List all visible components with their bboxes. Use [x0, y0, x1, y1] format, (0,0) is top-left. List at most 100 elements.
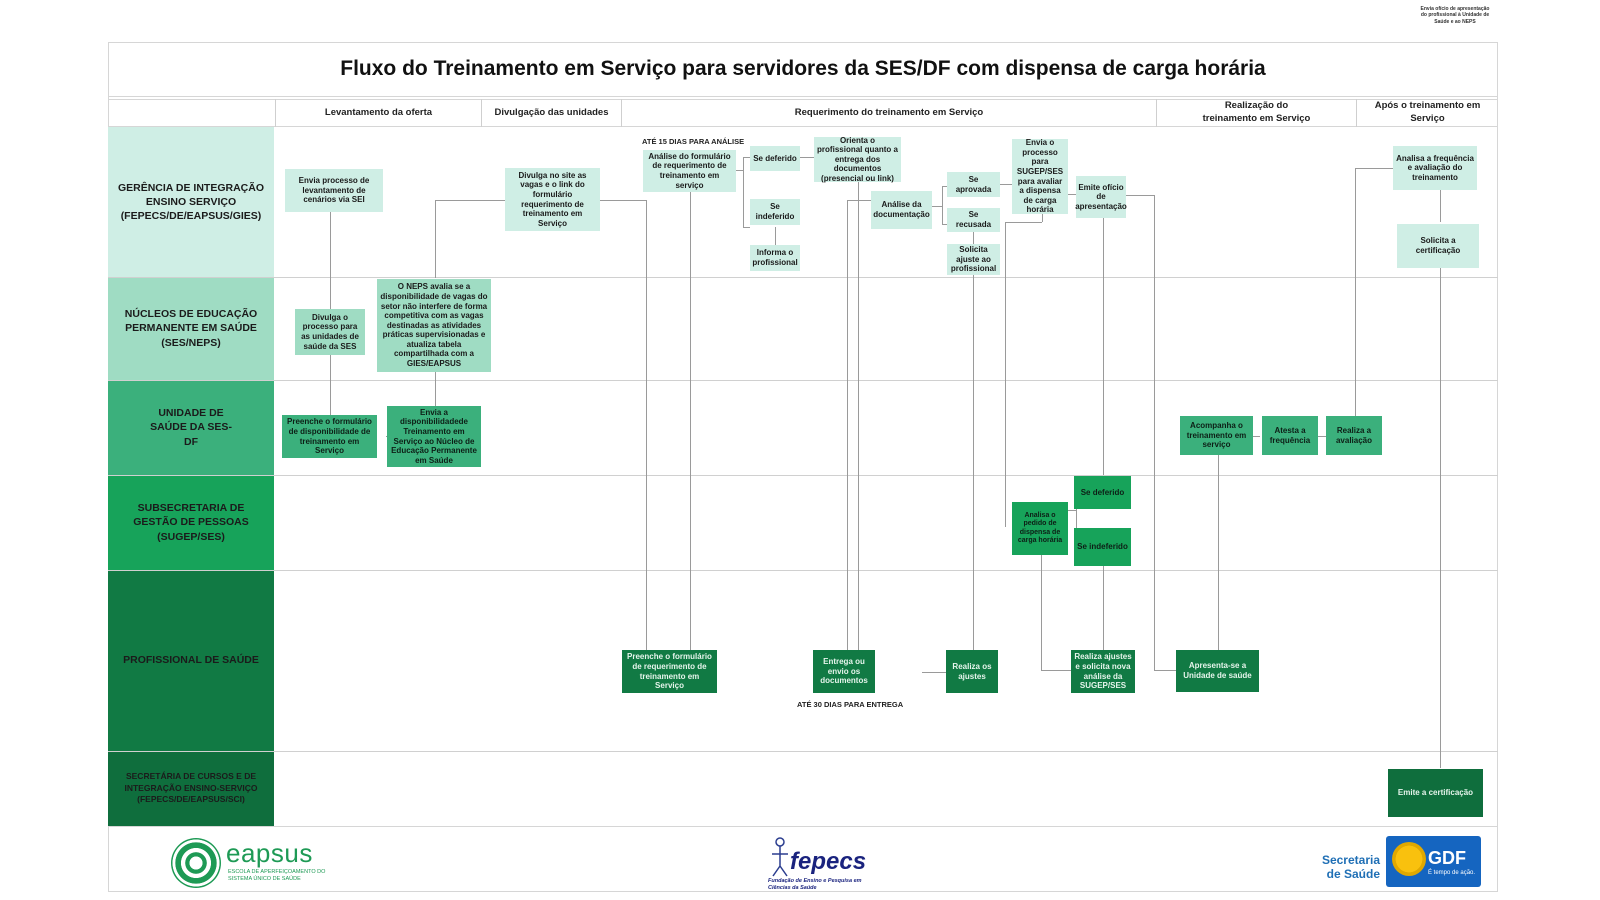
connector — [942, 186, 943, 224]
connector — [1355, 168, 1356, 416]
connector — [1005, 222, 1042, 223]
box-us-realiza-aval: Realiza a avaliação — [1326, 416, 1382, 455]
phase-levantamento: Levantamento da oferta — [276, 99, 482, 127]
lane-separator — [108, 277, 1498, 278]
connector — [1355, 168, 1393, 169]
box-gies-informa: Informa o profissional — [750, 245, 800, 271]
connector — [435, 200, 436, 278]
connector — [1440, 268, 1441, 768]
connector — [646, 200, 647, 650]
box-gies-emite-oficio: Emite ofício de apresentação — [1075, 176, 1127, 218]
connector — [733, 170, 743, 171]
box-prof-apresenta: Apresenta-se a Unidade de saúde — [1176, 650, 1259, 692]
lane-label-profissional: PROFISSIONAL DE SAÚDE — [108, 570, 274, 751]
box-gies-analise-doc: Análise da documentação — [871, 191, 932, 229]
phase-requerimento: Requerimento do treinamento em Serviço — [622, 99, 1157, 127]
box-prof-entrega: Entrega ou envio os documentos — [813, 650, 875, 693]
lane-separator — [108, 475, 1498, 476]
secretaria-line1: Secretaria — [1321, 853, 1380, 867]
phase-realizacao: Realização do treinamento em Serviço — [1157, 99, 1357, 127]
phase-apos: Após o treinamento em Serviço — [1374, 100, 1481, 124]
connector — [690, 192, 691, 652]
connector — [858, 182, 859, 652]
secretaria-line2: de Saúde — [1326, 867, 1380, 881]
connector — [1076, 490, 1077, 548]
box-gies-solicita-ajuste: Solicita ajuste ao profissional — [947, 244, 1000, 275]
diagram-title: Fluxo do Treinamento em Serviço para ser… — [108, 42, 1498, 97]
connector — [435, 372, 436, 406]
lane-separator — [108, 751, 1498, 752]
connector — [775, 227, 776, 245]
lane-label-unidade: UNIDADE DE SAÚDE DA SES-DF — [108, 380, 274, 475]
connector — [1318, 436, 1326, 437]
lane-label-sci: SECRETÁRIA DE CURSOS E DE INTEGRAÇÃO ENS… — [108, 751, 274, 826]
connector — [1252, 436, 1260, 437]
eapsus-subtitle: ESCOLA DE APERFEIÇOAMENTO DO SISTEMA ÚNI… — [228, 869, 326, 882]
phase-header-empty — [108, 99, 276, 127]
box-us-preenche: Preenche o formulário de disponibilidade… — [282, 415, 377, 458]
connector — [847, 200, 848, 650]
ipe-flower-icon — [1392, 842, 1426, 876]
connector — [1218, 455, 1219, 650]
fepecs-subtitle: Fundação de Ensino e Pesquisa em Ciência… — [768, 878, 862, 891]
eapsus-logo-text: eapsus — [226, 838, 313, 868]
connector — [942, 224, 947, 225]
connector — [973, 232, 974, 244]
phase-divulgacao: Divulgação das unidades — [482, 99, 622, 127]
box-prof-nova-analise: Realiza ajustes e solicita nova análise … — [1071, 650, 1135, 693]
connector — [1068, 510, 1076, 511]
box-sugep-indeferido: Se indeferido — [1074, 528, 1131, 566]
phase-header-row — [108, 99, 1498, 127]
connector — [743, 157, 744, 227]
box-gies-divulga-site: Divulga no site as vagas e o link do for… — [505, 168, 600, 231]
connector — [1000, 184, 1012, 185]
connector — [743, 157, 750, 158]
box-neps-divulga: Divulga o processo para as unidades de s… — [295, 309, 365, 355]
connector — [973, 275, 974, 650]
connector — [1041, 670, 1073, 671]
box-sugep-analisa: Analisa o pedido de dispensa de carga ho… — [1012, 502, 1068, 555]
connector — [922, 672, 946, 673]
lane-separator — [108, 380, 1498, 381]
connector — [1042, 214, 1043, 222]
connector — [600, 200, 646, 201]
connector — [1103, 566, 1104, 650]
box-gies-aprovada: Se aprovada — [947, 172, 1000, 197]
gdf-logo-text: GDF — [1428, 848, 1466, 868]
connector — [1440, 190, 1441, 222]
connector — [435, 200, 505, 201]
lane-label-sugep: SUBSECRETARIA DE GESTÃO DE PESSOAS (SUGE… — [108, 475, 274, 570]
box-sugep-deferido: Se deferido — [1074, 476, 1131, 509]
box-gies-analisa-freq: Analisa a frequência e avaliação do trei… — [1393, 146, 1477, 190]
connector — [1154, 195, 1155, 670]
fepecs-figure-icon — [769, 836, 791, 878]
connector — [1066, 194, 1076, 195]
connector — [743, 227, 750, 228]
connector — [932, 206, 942, 207]
fepecs-logo-text: fepecs — [790, 848, 867, 875]
box-gies-analise-form: Análise do formulário de requerimento de… — [643, 150, 736, 192]
connector — [1103, 218, 1104, 475]
box-gies-solicita-cert: Solicita a certificação — [1397, 224, 1479, 268]
box-gies-envia-sugep: Envia o processo para SUGEP/SES para ava… — [1012, 138, 1068, 214]
connector — [942, 186, 947, 187]
connector — [1041, 555, 1042, 670]
box-us-envia: Envia a disponibilidadede Treinamento em… — [387, 406, 481, 467]
lane-label-gies: GERÊNCIA DE INTEGRAÇÃO ENSINO SERVIÇO (F… — [108, 127, 274, 277]
box-gies-indeferido: Se indeferido — [750, 199, 800, 225]
box-gies-deferido: Se deferido — [750, 146, 800, 171]
box-us-acompanha: Acompanha o treinamento em serviço — [1180, 416, 1253, 455]
connector — [1126, 195, 1154, 196]
eapsus-spiral-icon — [171, 838, 221, 888]
box-gies-recusada: Se recusada — [947, 208, 1000, 232]
connector — [847, 200, 871, 201]
box-prof-ajustes: Realiza os ajustes — [946, 650, 998, 693]
box-us-atesta: Atesta a frequência — [1262, 416, 1318, 455]
connector — [1005, 222, 1006, 527]
box-prof-preenche: Preenche o formulário de requerimento de… — [622, 650, 717, 693]
note-entrega-prazo: ATÉ 30 DIAS PARA ENTREGA — [797, 700, 904, 709]
corner-note: Envia ofício de apresentação do profissi… — [1420, 6, 1490, 25]
lane-label-neps: NÚCLEOS DE EDUCAÇÃO PERMANENTE EM SAÚDE … — [108, 277, 274, 380]
connector — [800, 157, 814, 158]
connector — [1154, 670, 1178, 671]
